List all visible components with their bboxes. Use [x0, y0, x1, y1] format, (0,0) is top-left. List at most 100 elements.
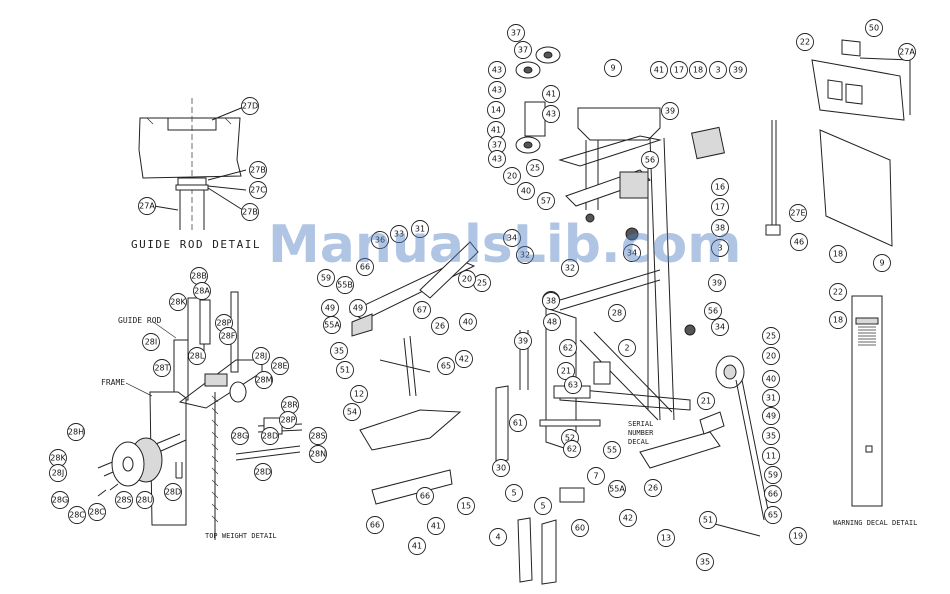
callout-main-46: 28	[608, 304, 626, 322]
callout-main-22: 17	[711, 198, 729, 216]
callout-main-44: 48	[543, 313, 561, 331]
callout-label: 65	[441, 362, 451, 371]
callout-label: 11	[766, 452, 776, 461]
callout-main-79: 25	[762, 327, 780, 345]
callout-top-weight-detail-4: 28F	[219, 327, 237, 345]
callout-main-98: 27E	[789, 204, 807, 222]
callout-top-weight-detail-26: 28D	[164, 483, 182, 501]
callout-label: 28G	[52, 496, 68, 505]
callout-label: 39	[665, 107, 675, 116]
callout-main-63: 30	[492, 459, 510, 477]
callout-main-38: 49	[349, 299, 367, 317]
callout-top-weight-detail-14: 28D	[261, 427, 279, 445]
callout-label: 42	[623, 514, 633, 523]
callout-main-9: 43	[488, 150, 506, 168]
callout-main-4: 14	[487, 101, 505, 119]
callout-top-weight-detail-1: 28A	[193, 282, 211, 300]
callout-main-73: 4	[489, 528, 507, 546]
callout-label: 43	[492, 86, 502, 95]
callout-main-67: 41	[427, 517, 445, 535]
callout-top-weight-detail-16: 28N	[309, 445, 327, 463]
callout-label: 28P	[216, 319, 231, 328]
callout-label: 30	[496, 464, 506, 473]
callout-label: 15	[461, 502, 471, 511]
callout-label: 28M	[255, 376, 272, 385]
callout-label: 28U	[137, 496, 153, 505]
callout-label: 27A	[139, 202, 155, 211]
callout-label: 27A	[899, 48, 915, 57]
callout-main-47: 51	[336, 361, 354, 379]
callout-label: 28C	[69, 511, 85, 520]
callout-main-51: 55B	[336, 276, 354, 294]
callout-label: 20	[766, 352, 776, 361]
callout-label: 28L	[190, 352, 205, 361]
callout-label: 42	[459, 355, 469, 364]
callout-label: 66	[420, 492, 430, 501]
callout-label: 26	[648, 484, 658, 493]
callout-label: 28N	[310, 450, 326, 459]
watermark: ManualsLib.com	[268, 215, 741, 275]
callout-label: 28J	[52, 469, 65, 478]
main-machine: SERIAL NUMBER DECAL	[348, 46, 781, 585]
callout-top-weight-detail-20: 28J	[49, 464, 67, 482]
callout-main-83: 49	[762, 407, 780, 425]
callout-main-40: 62	[559, 339, 577, 357]
callout-label: 41	[654, 66, 664, 75]
callout-label: 39	[518, 337, 528, 346]
callout-main-102: 22	[829, 283, 847, 301]
callout-label: 48	[547, 318, 557, 327]
callout-top-weight-detail-0: 28B	[190, 267, 208, 285]
callout-label: 27C	[250, 186, 266, 195]
callout-top-weight-detail-15: 28S	[309, 427, 327, 445]
callout-label: 34	[627, 249, 637, 258]
callout-main-96: 50	[865, 19, 883, 37]
callout-label: 35	[766, 432, 776, 441]
callout-main-84: 35	[762, 427, 780, 445]
callout-label: 17	[674, 66, 684, 75]
callout-top-weight-detail-5: 28I	[142, 333, 160, 351]
callout-label: 35	[700, 558, 710, 567]
callout-main-28: 34	[503, 229, 521, 247]
callout-guide-rod-detail-4: 27A	[138, 197, 156, 215]
callout-label: 28E	[272, 362, 287, 371]
callout-main-77: 55A	[608, 480, 626, 498]
callout-label: 38	[715, 224, 725, 233]
callout-main-92: 13	[657, 529, 675, 547]
callout-main-86: 59	[764, 466, 782, 484]
callout-label: 28B	[191, 272, 207, 281]
callout-main-56: 20	[458, 270, 476, 288]
callout-label: 3	[715, 66, 720, 75]
callout-label: 19	[793, 532, 803, 541]
callout-main-71: 5	[505, 484, 523, 502]
callout-top-weight-detail-8: 28J	[252, 347, 270, 365]
callout-main-15: 39	[729, 61, 747, 79]
callout-label: 66	[768, 490, 778, 499]
callout-label: 34	[507, 234, 517, 243]
callout-label: 28A	[194, 287, 210, 296]
callout-label: 28G	[232, 432, 248, 441]
callout-guide-rod-detail-3: 27B	[241, 203, 259, 221]
callout-top-weight-detail-12: 28P	[279, 411, 297, 429]
callout-label: 27B	[250, 166, 266, 175]
callout-main-11: 41	[650, 61, 668, 79]
callout-label: 65	[768, 511, 778, 520]
callout-label: 27E	[790, 209, 805, 218]
callout-label: 28F	[221, 332, 236, 341]
callout-main-70: 66	[366, 516, 384, 534]
serial-decal-label-2: NUMBER	[628, 429, 654, 437]
callout-main-21: 16	[711, 178, 729, 196]
callout-label: 13	[661, 534, 671, 543]
callout-label: 40	[521, 187, 531, 196]
callout-label: 14	[491, 106, 501, 115]
callout-label: 56	[645, 156, 655, 165]
callout-main-74: 60	[571, 519, 589, 537]
callout-main-81: 40	[762, 370, 780, 388]
callout-top-weight-detail-2: 28K	[169, 293, 187, 311]
callout-main-43: 61	[509, 414, 527, 432]
callout-main-37: 38	[542, 292, 560, 310]
callout-label: 28K	[170, 298, 186, 307]
callout-label: 28P	[280, 416, 295, 425]
callout-label: 41	[431, 522, 441, 531]
callout-main-7: 43	[542, 105, 560, 123]
callout-top-weight-detail-6: 28L	[188, 347, 206, 365]
